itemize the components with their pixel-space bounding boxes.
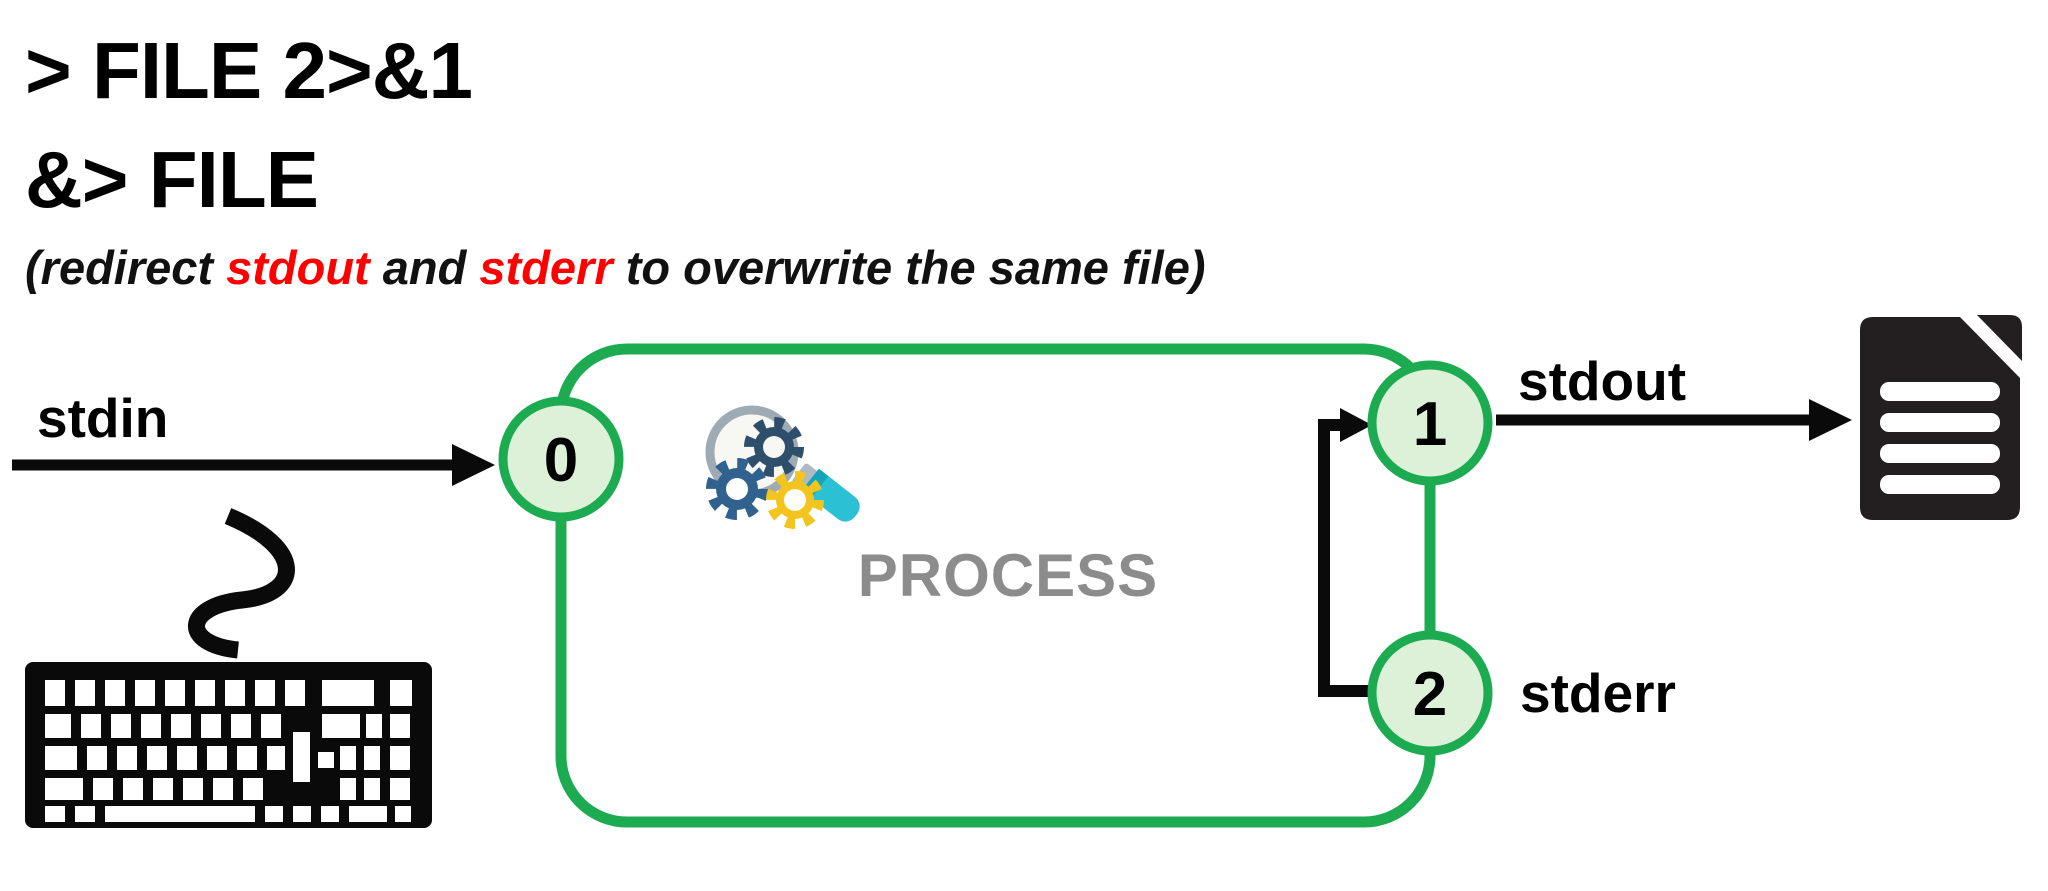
gear-steel-blue [706, 458, 768, 520]
subtitle-part: to overwrite the same file) [613, 241, 1206, 294]
process-label: PROCESS [858, 542, 1158, 609]
gear-yellow [766, 471, 824, 529]
stderr-to-stdout-redirect-arrow [1318, 419, 1374, 697]
fd-number-1: 1 [1413, 390, 1447, 459]
stdout-arrowhead [1809, 399, 1852, 441]
subtitle: (redirect stdout and stderr to overwrite… [25, 241, 1206, 294]
fd-number-2: 2 [1413, 660, 1447, 729]
stdout-flow: stdout stderr [1496, 315, 2022, 724]
fd-circle-stdin: 0 [498, 396, 624, 522]
stderr-label: stderr [1520, 662, 1676, 724]
fd-circle-stdout: 1 [1367, 360, 1493, 486]
subtitle-stdout-highlight: stdout [226, 241, 372, 294]
subtitle-part: (redirect [25, 241, 226, 294]
process-box: PROCESS [498, 343, 1493, 828]
header: > FILE 2>&1 &> FILE (redirect stdout and… [25, 26, 1206, 294]
keyboard-cable [188, 508, 295, 659]
gear-navy [744, 417, 804, 477]
subtitle-stderr-highlight: stderr [479, 241, 615, 294]
stdin-arrowhead [452, 444, 495, 486]
fd-number-0: 0 [544, 426, 578, 495]
stdin-flow: stdin [12, 387, 495, 828]
file-document-icon [1860, 315, 2022, 520]
title-command-2: &> FILE [25, 135, 318, 224]
stdin-label: stdin [37, 387, 168, 449]
gears-magnifier-icon [705, 405, 860, 529]
file-folded-corner [1977, 315, 2022, 361]
fd-circle-stderr: 2 [1367, 630, 1493, 756]
stderr-redirect-arrowhead [1340, 408, 1372, 442]
title-command-1: > FILE 2>&1 [25, 26, 472, 115]
subtitle-part: and [370, 241, 480, 294]
keyboard-icon [25, 662, 432, 828]
stdout-label: stdout [1518, 350, 1686, 412]
